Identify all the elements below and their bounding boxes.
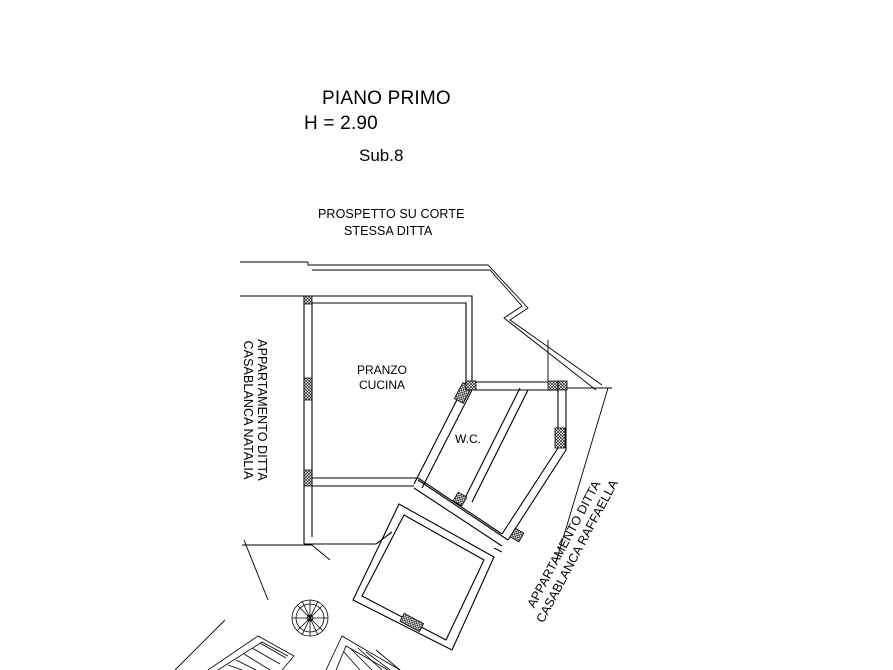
room-dining-line1: PRANZO [356, 363, 407, 377]
floor-title: PIANO PRIMO [322, 88, 451, 109]
north-label-line1: PROSPETTO SU CORTE [318, 207, 465, 221]
west-neighbour-label: APPARTAMENTO DITTA CASABLANCA NATALIA [241, 335, 269, 485]
room-dining-line2: CUCINA [358, 378, 405, 392]
west-label-line2: CASABLANCA NATALIA [241, 340, 255, 480]
stair-flights [208, 636, 400, 670]
height-label: H = 2.90 [304, 113, 378, 134]
room-wc: W.C. [455, 432, 481, 446]
spiral-staircase [292, 600, 328, 636]
west-label-line1: APPARTAMENTO DITTA [255, 339, 269, 481]
room-dining-kitchen: PRANZO CUCINA [352, 363, 412, 393]
north-label-line2: STESSA DITTA [344, 224, 433, 238]
apartment-walls [304, 296, 566, 650]
sub-label: Sub.8 [359, 146, 404, 165]
openings-hatched [304, 296, 567, 632]
context-lines [175, 262, 612, 670]
